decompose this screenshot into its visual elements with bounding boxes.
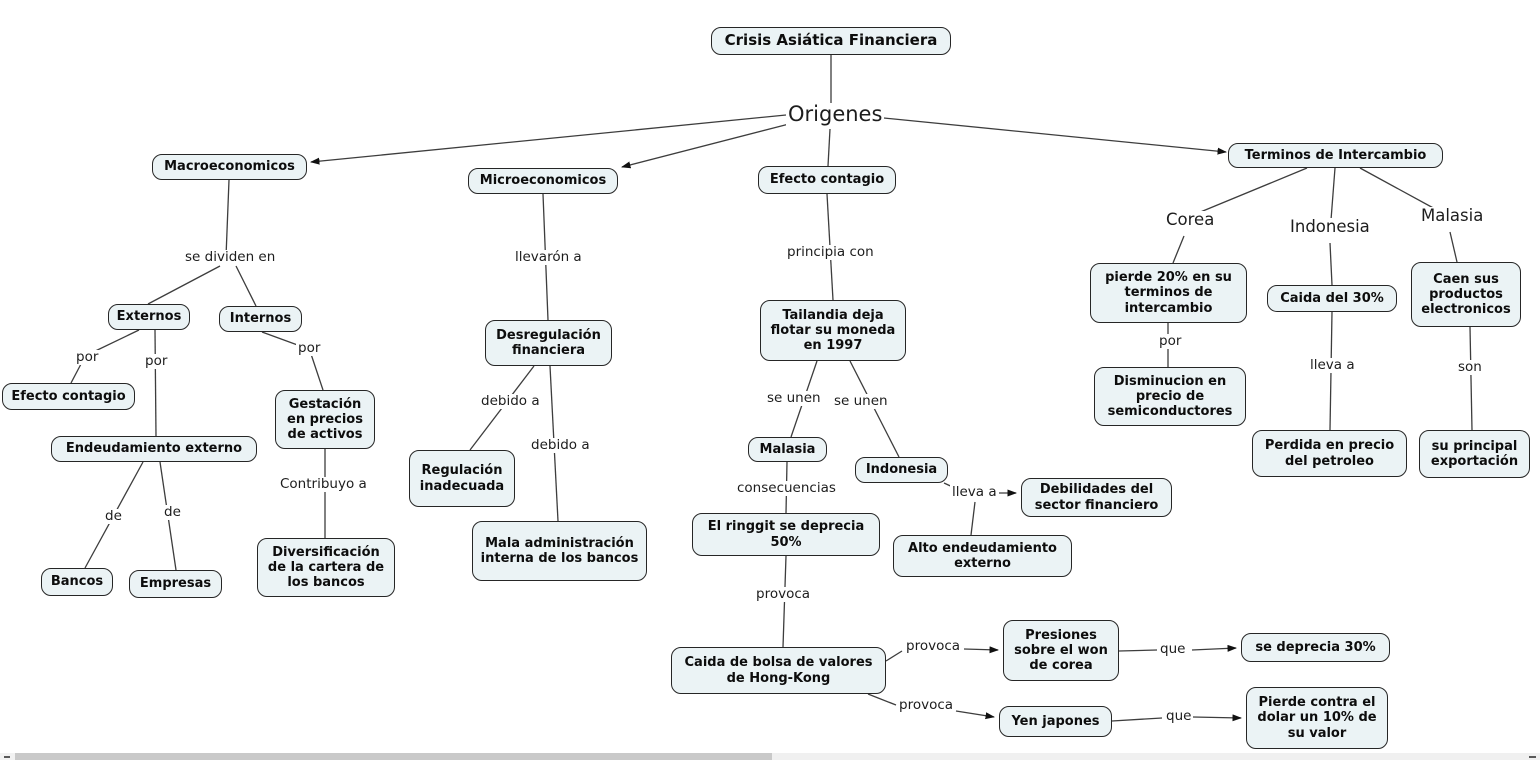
link-por-internos[interactable]: por [296,340,323,356]
edge-origenes-micro [621,123,790,169]
link-de-empresas[interactable]: de [162,504,183,520]
edge-indonesia-caida30 [1329,242,1333,286]
edge-provoca3-yen [955,710,995,720]
edge-caidabolsa-provoca3 [867,693,897,706]
node-terminos-de-intercambio[interactable]: Terminos de Intercambio [1228,143,1443,168]
link-debido-a-2[interactable]: debido a [529,437,592,453]
node-empresas[interactable]: Empresas [129,570,222,598]
node-caida-bolsa-hongkong[interactable]: Caida de bolsa de valores de Hong-Kong [671,647,886,694]
node-presiones-won[interactable]: Presiones sobre el won de corea [1003,620,1119,681]
scrollbar-left-button[interactable] [0,753,15,760]
scrollbar-thumb[interactable] [15,753,772,760]
edge-caidabolsa-provoca2 [885,650,903,662]
node-pierde-20[interactable]: pierde 20% en su terminos de intercambio [1090,263,1247,323]
edge-corea-pierde20 [1172,235,1185,264]
link-llevaron-a[interactable]: llevarón a [513,249,584,265]
edge-tailandia-indonesia [849,360,900,458]
node-pierde-contra-dolar[interactable]: Pierde contra el dolar un 10% de su valo… [1246,687,1388,749]
node-bancos[interactable]: Bancos [41,568,113,596]
link-provoca-won[interactable]: provoca [904,638,963,654]
edge-malasia-caenproductos [1449,231,1458,263]
link-provoca-ringgit[interactable]: provoca [754,586,813,602]
link-que-yen[interactable]: que [1164,708,1194,724]
node-se-deprecia-30[interactable]: se deprecia 30% [1241,633,1390,662]
node-indonesia[interactable]: Indonesia [855,457,948,483]
link-provoca-yen[interactable]: provoca [897,697,956,713]
node-diversificacion-cartera[interactable]: Diversificación de la cartera de los ban… [257,538,395,597]
node-endeudamiento-externo[interactable]: Endeudamiento externo [51,436,257,462]
node-caida-30[interactable]: Caida del 30% [1267,285,1397,312]
node-desregulacion-financiera[interactable]: Desregulación financiera [485,320,612,366]
node-microeconomicos[interactable]: Microeconomicos [468,168,618,194]
node-perdida-precio-petroleo[interactable]: Perdida en precio del petroleo [1252,430,1407,477]
edge-terminos-malasia [1359,167,1438,211]
node-yen-japones[interactable]: Yen japones [999,706,1112,737]
link-se-unen-2[interactable]: se unen [832,393,890,409]
node-debilidades-sector[interactable]: Debilidades del sector financiero [1021,478,1172,517]
edge-llevaa-altoendeud [970,501,976,536]
link-indonesia[interactable]: Indonesia [1288,217,1372,237]
node-efecto-contagio[interactable]: Efecto contagio [758,166,896,194]
link-que-won[interactable]: que [1158,641,1188,657]
link-contribuyo-a[interactable]: Contribuyo a [278,476,369,492]
node-disminucion-semiconductores[interactable]: Disminucion en precio de semiconductores [1094,367,1246,426]
link-consecuencias[interactable]: consecuencias [735,480,838,496]
node-ringgit-deprecia[interactable]: El ringgit se deprecia 50% [692,513,880,556]
link-lleva-a-indonesia[interactable]: lleva a [950,484,999,500]
link-origenes[interactable]: Origenes [786,102,885,127]
edge-sedividen-internos [235,265,257,307]
edge-por1-efecto2 [70,363,82,384]
link-corea[interactable]: Corea [1164,210,1217,230]
scrollbar-right-glyph [1529,756,1536,758]
edge-caenproductos-suprincipal [1469,326,1473,431]
link-malasia[interactable]: Malasia [1419,206,1486,226]
edge-externos-endeudamiento [154,329,157,437]
node-su-principal-exportacion[interactable]: su principal exportación [1419,430,1530,478]
edge-presiones-que1 [1118,649,1158,652]
link-se-unen-1[interactable]: se unen [765,390,823,406]
horizontal-scrollbar[interactable] [0,753,1540,760]
edge-macro-sedividen [225,179,230,258]
edge-que1-sedeprecia [1191,644,1237,652]
edge-yen-que2 [1111,717,1163,722]
link-son[interactable]: son [1456,359,1484,375]
link-de-bancos[interactable]: de [103,508,124,524]
edge-origenes-efecto [827,128,831,167]
link-por-corea[interactable]: por [1157,333,1184,349]
scrollbar-left-glyph [4,756,10,758]
node-internos[interactable]: Internos [219,306,302,332]
edge-terminos-indonesia [1330,167,1336,221]
node-crisis-asiatica-financiera[interactable]: Crisis Asiática Financiera [711,27,951,55]
node-regulacion-inadecuada[interactable]: Regulación inadecuada [409,450,515,507]
link-lleva-a-caida30[interactable]: lleva a [1308,357,1357,373]
edge-sedividen-externos [147,265,221,305]
node-efecto-contagio-externo[interactable]: Efecto contagio [2,383,135,410]
edge-origenes-macro [310,114,787,165]
edge-que2-pierdedolar [1192,714,1242,722]
link-principia-con[interactable]: principia con [785,244,876,260]
link-por-1[interactable]: por [74,349,101,365]
node-mala-administracion[interactable]: Mala administración interna de los banco… [472,521,647,581]
node-caen-productos-electronicos[interactable]: Caen sus productos electronicos [1411,262,1521,327]
edge-terminos-corea [1197,167,1308,214]
node-tailandia-flotar-moneda[interactable]: Tailandia deja flotar su moneda en 1997 [760,300,906,361]
link-por-2[interactable]: por [143,353,170,369]
node-alto-endeudamiento[interactable]: Alto endeudamiento externo [893,535,1072,577]
node-macroeconomicos[interactable]: Macroeconomicos [152,154,307,180]
node-externos[interactable]: Externos [108,304,190,330]
node-gestacion-precios-activos[interactable]: Gestación en precios de activos [275,390,375,449]
link-se-dividen-en[interactable]: se dividen en [183,249,278,265]
node-malasia[interactable]: Malasia [748,437,827,462]
edge-por3-gestacion [310,353,324,391]
edge-provoca2-presiones [963,646,999,654]
edge-origenes-terminos [873,116,1227,155]
link-debido-a-1[interactable]: debido a [479,393,542,409]
